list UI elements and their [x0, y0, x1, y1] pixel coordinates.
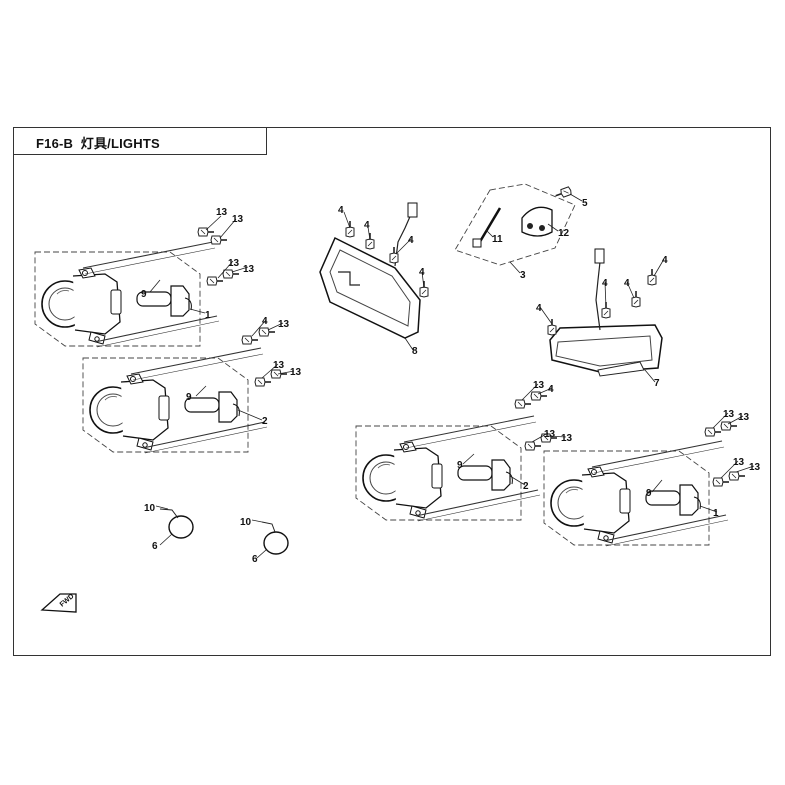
callout-4: 4 — [408, 235, 414, 246]
callout-4: 4 — [662, 255, 668, 266]
callout-13: 13 — [749, 462, 761, 473]
callout-2: 2 — [262, 416, 268, 427]
reflector-right — [261, 521, 289, 555]
callout-4: 4 — [536, 303, 542, 314]
callout-5: 5 — [582, 198, 588, 209]
headlight-assembly-2a — [82, 327, 288, 454]
figure-code: F16-B — [36, 136, 74, 151]
callout-9: 9 — [186, 392, 192, 403]
callout-4: 4 — [338, 205, 344, 216]
callout-4: 4 — [548, 384, 554, 395]
callout-8: 8 — [412, 346, 418, 357]
callout-4: 4 — [364, 220, 370, 231]
callout-3: 3 — [520, 270, 526, 281]
callout-11: 11 — [492, 234, 503, 245]
callout-6: 6 — [152, 541, 158, 552]
callout-4: 4 — [624, 278, 630, 289]
rear-light-7 — [547, 248, 663, 377]
callout-6: 6 — [252, 554, 258, 565]
leader-lines — [149, 193, 755, 559]
title-block — [13, 127, 267, 155]
callout-13: 13 — [533, 380, 545, 391]
callout-1: 1 — [713, 508, 719, 519]
diagram-frame — [13, 127, 771, 656]
callout-13: 13 — [243, 264, 255, 275]
callout-10: 10 — [144, 503, 156, 514]
callout-2: 2 — [523, 481, 529, 492]
headlight-assembly-1a — [34, 227, 240, 348]
callout-1: 1 — [205, 310, 211, 321]
callout-13: 13 — [544, 429, 556, 440]
callout-labels: 13 13 13 13 9 1 4 13 13 13 9 2 4 4 4 4 8… — [141, 198, 761, 565]
callout-9: 9 — [646, 488, 652, 499]
callout-9: 9 — [457, 460, 463, 471]
callout-9: 9 — [141, 289, 147, 300]
callout-13: 13 — [216, 207, 228, 218]
callout-4: 4 — [602, 278, 608, 289]
callout-13: 13 — [228, 258, 240, 269]
callout-10: 10 — [240, 517, 252, 528]
reflector-left — [159, 508, 194, 539]
callout-13: 13 — [561, 433, 573, 444]
callout-13: 13 — [273, 360, 285, 371]
headlight-assembly-2b — [355, 391, 558, 522]
headlight-assembly-1b — [543, 421, 746, 547]
callout-13: 13 — [232, 214, 244, 225]
forward-direction-marker: FWD — [40, 593, 77, 613]
page-title: F16-B 灯具/LIGHTS — [36, 133, 160, 152]
callout-7: 7 — [654, 378, 660, 389]
callout-13: 13 — [738, 412, 750, 423]
figure-name: 灯具/LIGHTS — [80, 136, 160, 151]
callout-12: 12 — [558, 228, 570, 239]
tail-light-8 — [319, 202, 429, 339]
callout-4: 4 — [262, 316, 268, 327]
callout-13: 13 — [733, 457, 745, 468]
callout-4: 4 — [419, 267, 425, 278]
license-plate-light-3 — [454, 183, 576, 266]
callout-13: 13 — [278, 319, 290, 330]
callout-13: 13 — [723, 409, 735, 420]
callout-13: 13 — [290, 367, 302, 378]
